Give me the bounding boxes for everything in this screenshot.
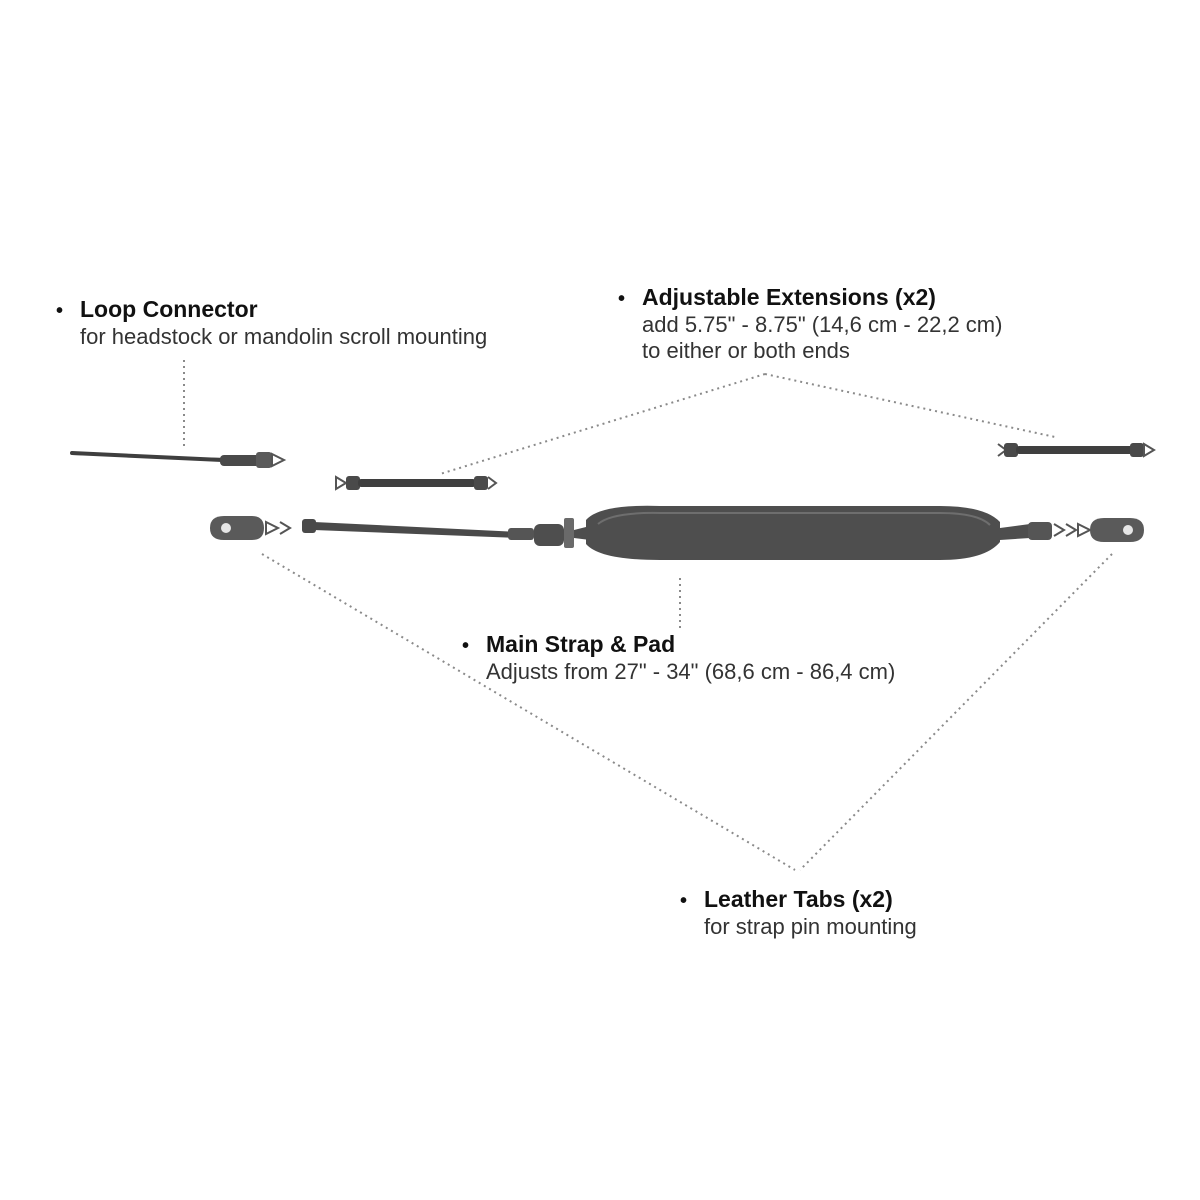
loop-connector-desc: for headstock or mandolin scroll mountin… (80, 323, 488, 349)
leather-tabs-title: Leather Tabs (x2) (704, 886, 893, 912)
callout-adjustable-extensions: • Adjustable Extensions (x2) add 5.75" - … (618, 284, 1002, 364)
leather-tabs-desc: for strap pin mounting (704, 913, 917, 939)
leader-tab-right (799, 553, 1113, 871)
leather-tab-left-illustration (210, 516, 292, 540)
callout-loop-connector: • Loop Connector for headstock or mandoli… (56, 296, 487, 350)
bullet: • (462, 635, 470, 657)
loop-connector-illustration (70, 451, 287, 468)
leader-lines (183, 360, 1113, 871)
leader-extension-left (439, 373, 766, 475)
extension-right-illustration (997, 442, 1156, 458)
callout-title: • Loop Connector (56, 296, 487, 324)
adjustable-extensions-title: Adjustable Extensions (x2) (642, 284, 936, 310)
extension-left-illustration (335, 475, 498, 491)
loop-connector-title: Loop Connector (80, 296, 258, 322)
leather-tab-right-illustration (1065, 518, 1144, 542)
callout-title: • Main Strap & Pad (462, 631, 895, 659)
callout-title: • Leather Tabs (x2) (680, 886, 917, 914)
adjustable-extensions-desc-2: to either or both ends (642, 337, 850, 363)
adjustable-extensions-desc-1: add 5.75" - 8.75" (14,6 cm - 22,2 cm) (642, 311, 1003, 337)
main-strap-desc: Adjusts from 27" - 34" (68,6 cm - 86,4 c… (486, 658, 896, 684)
leader-tab-left (261, 553, 796, 871)
main-strap-illustration (302, 505, 1066, 560)
bullet: • (618, 288, 626, 310)
main-strap-title: Main Strap & Pad (486, 631, 676, 657)
leader-extension-right (764, 373, 1056, 438)
bullet: • (56, 300, 64, 322)
bullet: • (680, 890, 688, 912)
callout-leather-tabs: • Leather Tabs (x2) for strap pin mountin… (680, 886, 917, 940)
callout-main-strap: • Main Strap & Pad Adjusts from 27" - 34"… (462, 631, 895, 685)
callout-title: • Adjustable Extensions (x2) (618, 284, 1002, 312)
